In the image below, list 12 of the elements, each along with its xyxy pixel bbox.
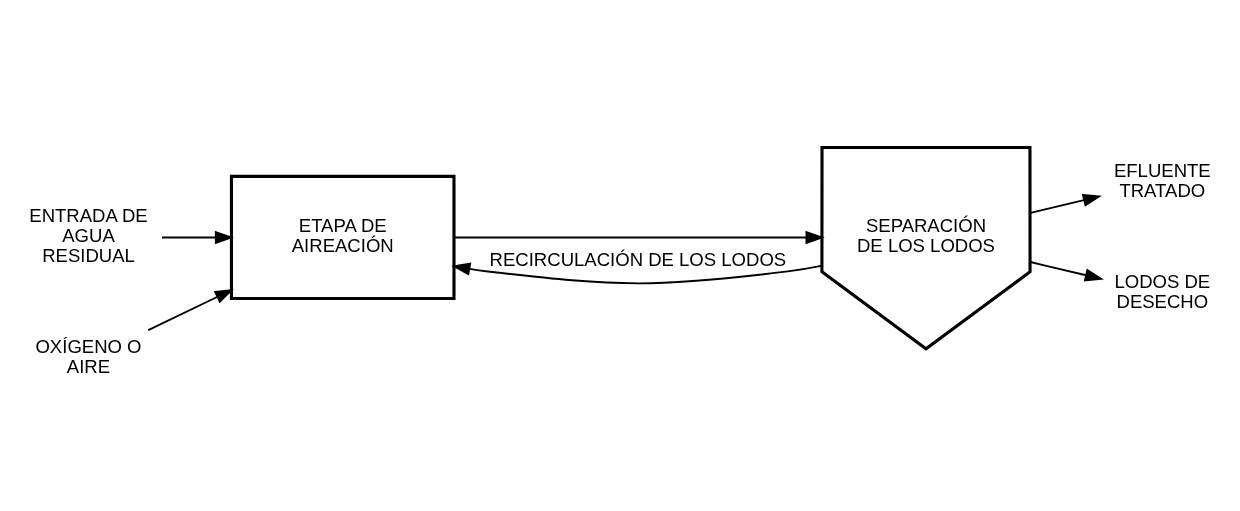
node-text: ENTRADA DE AGUA RESIDUAL (29, 204, 148, 266)
arrow (1029, 260, 1104, 282)
arrow (451, 261, 823, 284)
arrow (1029, 193, 1102, 214)
node-box: ETAPA DE AIREACIÓN (229, 174, 456, 300)
node-text: EFLUENTE TRATADO (1113, 159, 1211, 201)
node-text: OXÍGENO O AIRE (35, 335, 142, 377)
arrow (147, 288, 234, 331)
edge-label: RECIRCULACIÓN DE LOS LODOS (489, 248, 787, 270)
node-text: LODOS DE DESECHO (1114, 270, 1211, 312)
arrow (453, 230, 825, 244)
arrow (161, 230, 235, 244)
